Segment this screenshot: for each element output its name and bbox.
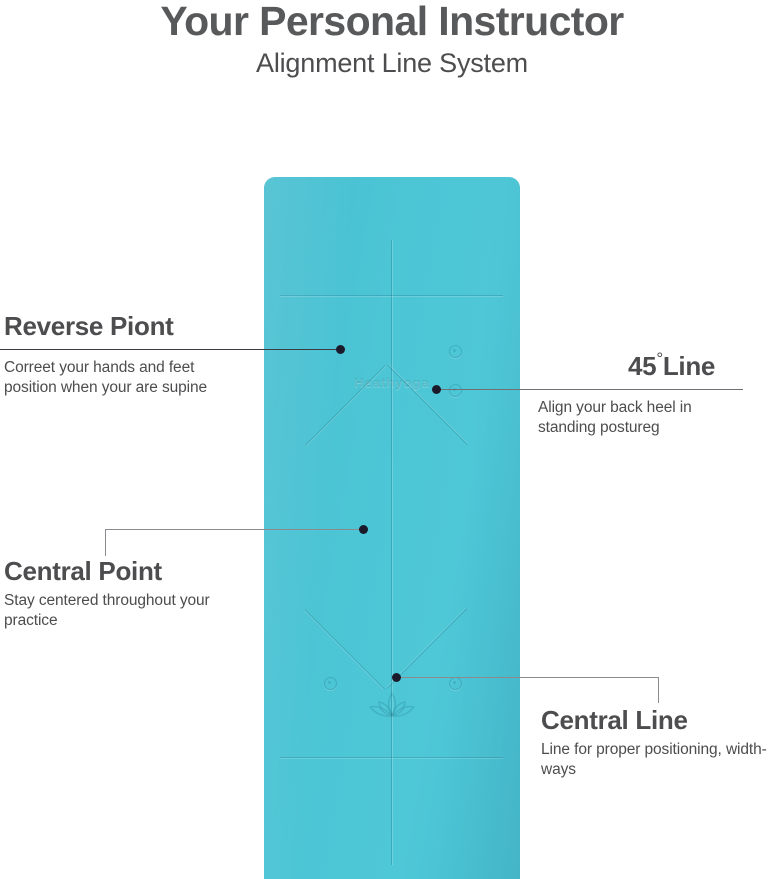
callout-45-line-leader-line <box>440 389 743 390</box>
callout-central-line-heading: Central Line <box>541 705 688 735</box>
callout-central-point-leader-horizontal <box>105 529 363 530</box>
mat-position-marker-lower-left <box>324 677 337 690</box>
callout-central-line-body: Line for proper positioning, width-ways <box>541 741 767 778</box>
callout-45-line-body: Align your back heel in standing posture… <box>538 399 692 436</box>
callout-central-line-leader-vertical <box>658 677 659 703</box>
mat-upper-crosshair-line <box>280 295 503 297</box>
yoga-mat-illustration: Heathyoga <box>264 177 520 879</box>
callout-central-line-leader-horizontal <box>400 677 658 678</box>
mat-vertical-center-line <box>391 240 393 865</box>
callout-central-point-leader-vertical <box>105 529 106 556</box>
callout-central-point-dot <box>359 525 368 534</box>
callout-reverse-point-body: Correet your hands and feet position whe… <box>4 359 208 396</box>
callout-reverse-point-heading: Reverse Piont <box>4 311 174 341</box>
callout-central-line-dot <box>392 673 401 682</box>
callout-reverse-point-leader-line <box>0 349 341 350</box>
mat-position-marker-upper-right <box>449 345 462 358</box>
callout-central-point-heading: Central Point <box>4 556 162 586</box>
callout-central-point-body: Stay centered throughout your practice <box>4 592 210 629</box>
callout-45-line-number: 45 <box>628 351 657 381</box>
callout-45-line-heading: 45°Line <box>628 349 716 381</box>
degree-symbol-icon: ° <box>656 349 663 369</box>
lotus-emblem-icon <box>369 692 415 717</box>
mat-lower-crosshair-line <box>280 757 503 759</box>
callout-45-line-dot <box>432 385 441 394</box>
page-title: Your Personal Instructor <box>160 0 624 44</box>
callout-45-line-word: Line <box>662 351 716 381</box>
mat-position-marker-mid-right <box>449 384 462 397</box>
mat-45-line-upper-left <box>305 365 386 446</box>
mat-position-marker-lower-right <box>449 677 462 690</box>
callout-reverse-point-dot <box>336 345 345 354</box>
page-subtitle: Alignment Line System <box>256 48 528 78</box>
mat-45-line-lower-left <box>304 609 385 690</box>
